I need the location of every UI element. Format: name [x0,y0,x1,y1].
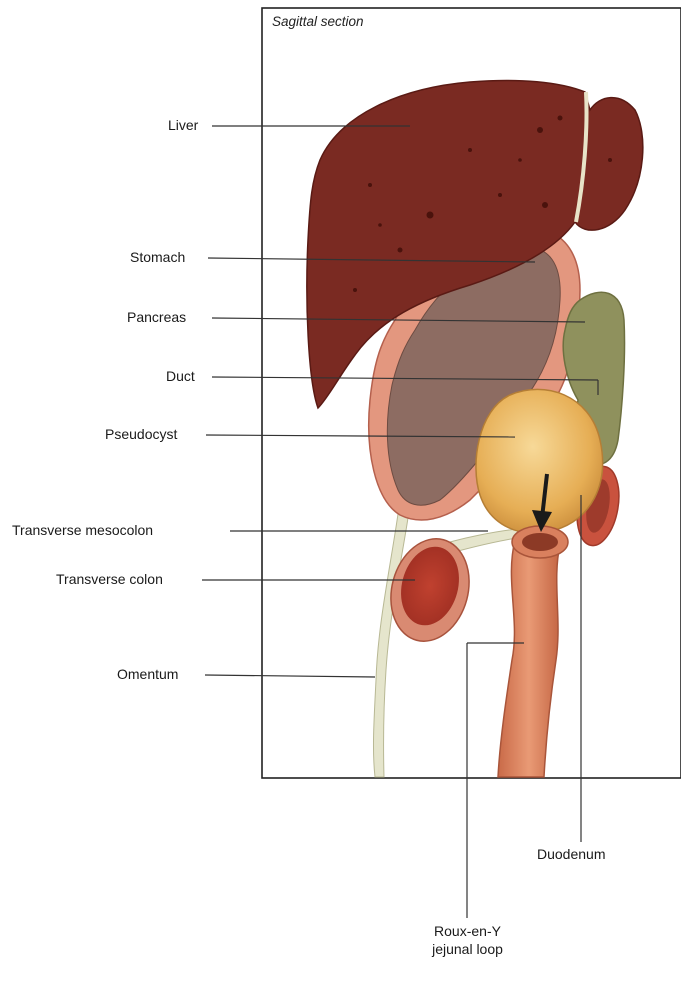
label-duodenum: Duodenum [537,846,606,862]
label-stomach: Stomach [130,249,185,265]
label-omentum: Omentum [117,666,178,682]
jejunal-lumen [522,533,558,551]
label-pseudocyst: Pseudocyst [105,426,177,442]
omentum-shape [373,500,410,777]
label-liver: Liver [168,117,198,133]
label-roux-en-y: Roux-en-Y jejunal loop [420,922,515,958]
jejunal-loop-shape [498,540,560,777]
label-duct: Duct [166,368,195,384]
label-transverse-mesocolon: Transverse mesocolon [12,522,153,538]
label-roux-line2: jejunal loop [420,940,515,958]
label-roux-line1: Roux-en-Y [420,922,515,940]
label-pancreas: Pancreas [127,309,186,325]
label-transverse-colon: Transverse colon [56,571,163,587]
section-title: Sagittal section [272,14,364,29]
